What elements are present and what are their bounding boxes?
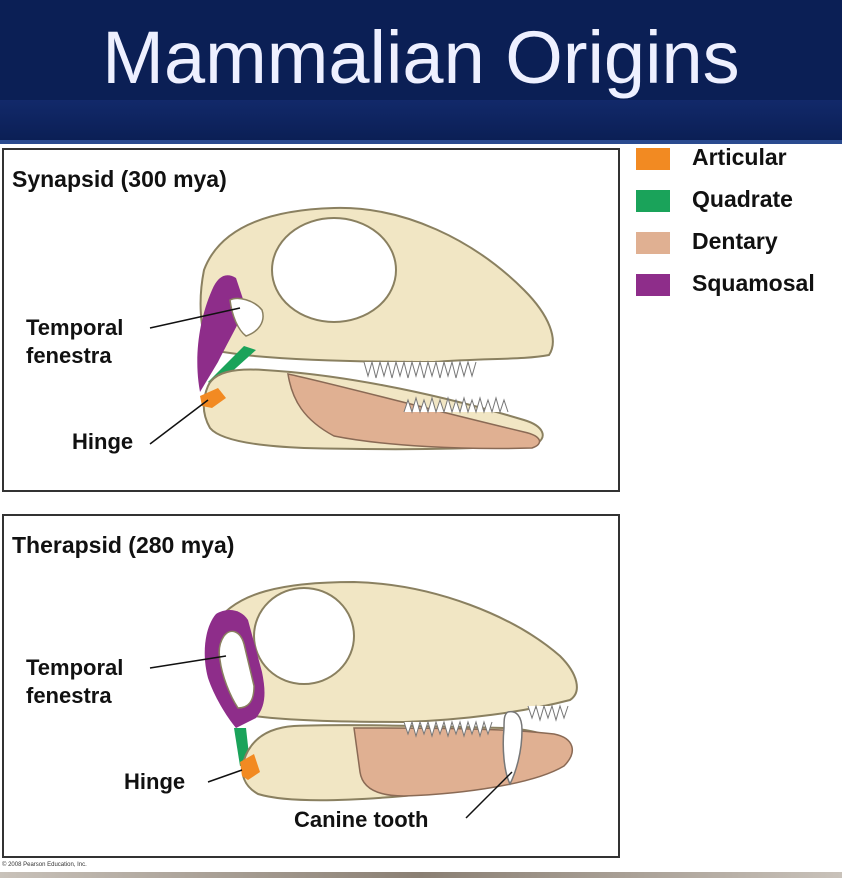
- legend-label: Dentary: [692, 228, 778, 254]
- canine-tooth-leader: [465, 771, 513, 819]
- panel-title: Therapsid (280 mya): [12, 532, 235, 558]
- hinge-leader: [207, 769, 243, 783]
- panel-title: Synapsid (300 mya): [12, 166, 227, 192]
- therapsid-temporal-fenestra: [218, 630, 255, 709]
- label-line: Temporal: [26, 315, 124, 340]
- canine-tooth-label: Canine tooth: [294, 807, 429, 832]
- copyright-notice: © 2008 Pearson Education, Inc.: [2, 862, 87, 868]
- synapsid-lower-teeth: [403, 396, 509, 414]
- title-bar: [0, 0, 842, 140]
- hinge-label: Hinge: [72, 429, 134, 454]
- label-line: fenestra: [26, 683, 112, 708]
- synapsid-skull-illustration: [149, 206, 554, 451]
- synapsid-panel: Synapsid (300 mya) Temporal fenestra Hin…: [2, 148, 620, 492]
- bottom-strip: [0, 872, 842, 878]
- therapsid-articular: [240, 754, 260, 780]
- quadrate-swatch: [636, 190, 670, 212]
- dentary-swatch: [636, 232, 670, 254]
- therapsid-dentary: [353, 727, 574, 797]
- articular-swatch: [636, 148, 670, 170]
- label-line: Temporal: [26, 655, 124, 680]
- hinge-label: Hinge: [124, 769, 186, 794]
- therapsid-orbit: [253, 587, 355, 685]
- label-line: fenestra: [26, 343, 112, 368]
- temporal-fenestra-leader: [149, 307, 241, 329]
- page-title: Mammalian Origins: [102, 16, 740, 99]
- synapsid-upper-teeth: [363, 360, 477, 379]
- temporal-fenestra-label: Temporal fenestra: [26, 654, 123, 710]
- therapsid-canine-tooth: [502, 710, 523, 786]
- legend-label: Squamosal: [692, 270, 815, 296]
- synapsid-orbit: [271, 217, 397, 323]
- hinge-leader: [149, 399, 209, 445]
- temporal-fenestra-label: Temporal fenestra: [26, 314, 123, 370]
- legend-label: Quadrate: [692, 186, 793, 212]
- therapsid-upper-teeth: [403, 704, 569, 738]
- legend-label: Articular: [692, 144, 787, 170]
- temporal-fenestra-leader: [149, 655, 227, 669]
- therapsid-skull-illustration: [149, 580, 578, 819]
- synapsid-articular: [200, 388, 226, 408]
- therapsid-panel: Therapsid (280 mya) Temporal fenestra Hi…: [2, 514, 620, 858]
- title-bar-shade: [0, 100, 842, 140]
- title-rule: [0, 140, 842, 144]
- squamosal-swatch: [636, 274, 670, 296]
